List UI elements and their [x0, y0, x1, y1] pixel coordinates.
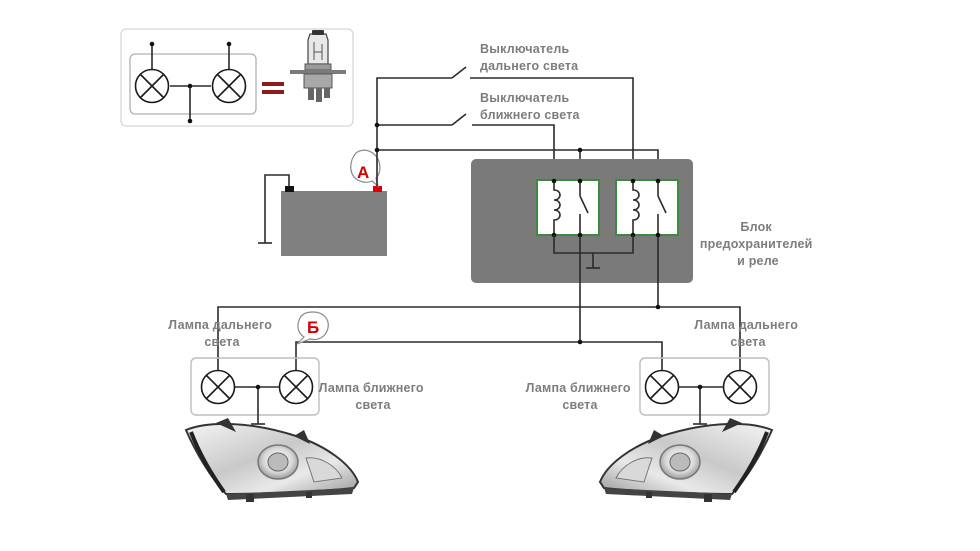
- headlight-icon: [598, 416, 774, 504]
- left-high-beam-label: Лампа дальнего света: [168, 318, 275, 349]
- headlight-icon: [184, 416, 360, 504]
- callout-b-label: Б: [307, 318, 319, 337]
- h4-bulb-icon: [290, 30, 346, 102]
- high-beam-lamp-icon: [722, 369, 758, 405]
- terminal-dot: [226, 41, 232, 47]
- low-beam-lamp-icon: [278, 369, 314, 405]
- callout-b: Б: [296, 311, 329, 345]
- relay-contact-icon: [657, 195, 667, 214]
- battery-body: [281, 191, 387, 256]
- junction-dot: [187, 83, 193, 89]
- right-lamp-frame: [639, 357, 770, 416]
- battery: [258, 174, 387, 256]
- relay-contact-icon: [579, 195, 589, 214]
- left-low-beam-label: Лампа ближнего света: [319, 381, 428, 412]
- lamp-icon: [134, 68, 170, 104]
- low-beam-switch-label: Выключатель ближнего света: [480, 91, 581, 122]
- equals-icon: [262, 82, 284, 94]
- left-headlamp: [184, 357, 360, 504]
- legend-box: [120, 28, 354, 127]
- relay-coil-icon: [632, 181, 640, 235]
- callout-a-label: А: [357, 163, 369, 182]
- fuse-relay-block: [471, 159, 693, 283]
- low-beam-switch-icon: [451, 113, 467, 126]
- lamp-wiring: [217, 283, 741, 370]
- right-high-beam-label: Лампа дальнего света: [694, 318, 801, 349]
- high-beam-lamp-icon: [200, 369, 236, 405]
- negative-terminal: [285, 186, 294, 192]
- relay-coil-icon: [553, 181, 561, 235]
- positive-terminal: [373, 186, 382, 192]
- terminal-dot: [149, 41, 155, 47]
- left-lamp-frame: [190, 357, 320, 416]
- high-beam-relay: [615, 179, 679, 236]
- legend-bulb-frame: [129, 53, 257, 115]
- callout-a: А: [350, 149, 381, 188]
- fuse-block-label: Блок предохранителей и реле: [700, 220, 816, 268]
- right-low-beam-label: Лампа ближнего света: [526, 381, 635, 412]
- lamp-icon: [211, 68, 247, 104]
- right-headlamp: [598, 357, 774, 504]
- low-beam-relay: [536, 179, 600, 236]
- high-beam-switch-icon: [451, 66, 467, 79]
- high-beam-switch-label: Выключатель дальнего света: [480, 42, 579, 73]
- terminal-dot: [187, 118, 193, 124]
- low-beam-lamp-icon: [644, 369, 680, 405]
